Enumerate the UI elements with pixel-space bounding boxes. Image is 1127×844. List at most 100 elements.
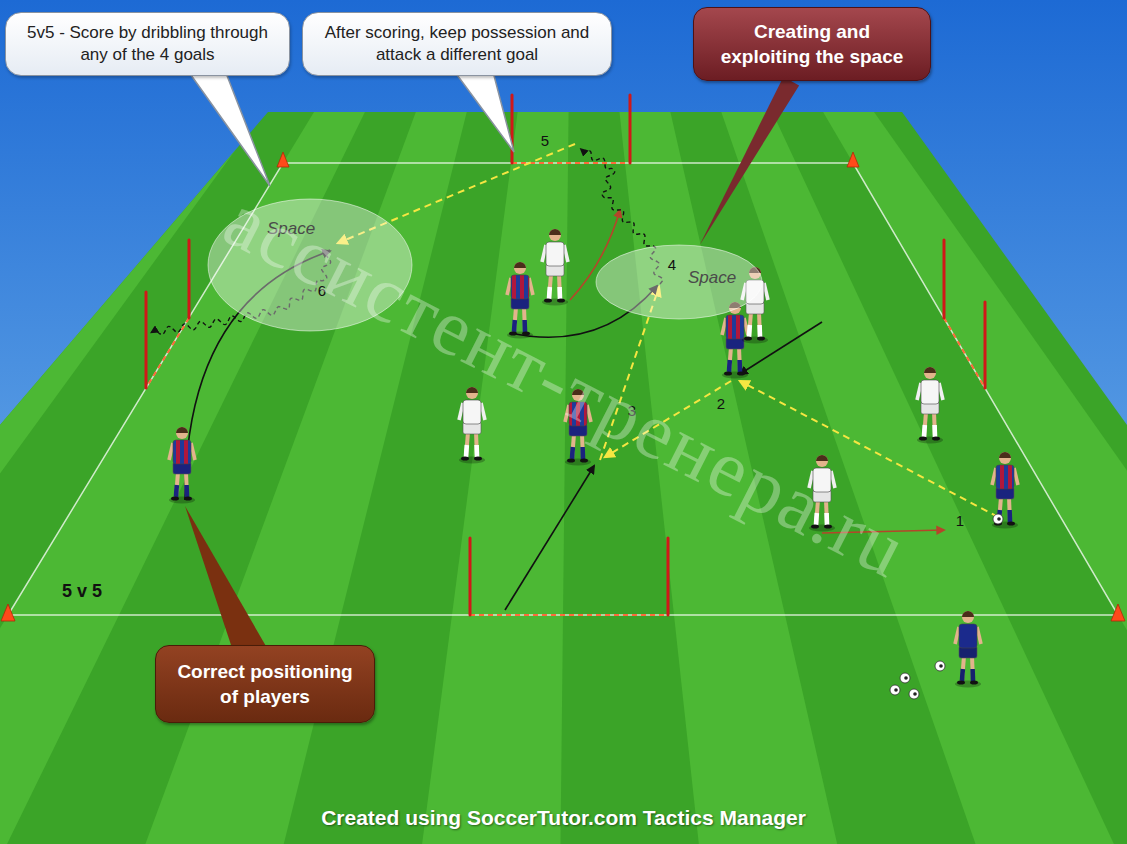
ball-part (913, 692, 917, 696)
white-player-part (759, 312, 760, 337)
white-player-part (757, 325, 762, 337)
striped-player-part (570, 447, 575, 459)
white-player-part (757, 337, 765, 341)
coaching-point-box: Correct positioning of players (155, 645, 375, 723)
footer-caption: Created using SoccerTutor.com Tactics Ma… (0, 806, 1127, 830)
corner-cones-part (847, 152, 859, 167)
striped-player-part (727, 360, 732, 372)
corner-cones-part (1, 604, 15, 621)
striped-player-part (1014, 468, 1018, 485)
ball-part (939, 664, 943, 668)
striped-player-part (565, 459, 591, 466)
ball-part (997, 517, 1001, 521)
striped-player-part (737, 360, 742, 372)
white-player-part (932, 425, 937, 437)
callout-text: 5v5 - Score by dribbling through any of … (18, 22, 277, 66)
goal-posts-part (984, 302, 987, 388)
striped-player-part (176, 427, 188, 433)
striped-player-part (529, 278, 533, 295)
coaching-point-box: Creating and exploiting the space (693, 7, 931, 81)
goal-posts-part (145, 292, 148, 388)
white-player-part (932, 437, 940, 441)
coach-figure-part (977, 627, 981, 644)
ball-part (900, 673, 910, 683)
white-player (459, 387, 485, 464)
ball (935, 661, 945, 671)
ball-part (993, 514, 1003, 524)
zone-label: Space (688, 268, 736, 288)
striped-player-part (999, 452, 1011, 458)
white-player-part (474, 445, 479, 457)
corner-cones-part (1111, 604, 1125, 621)
ball-part (890, 685, 900, 695)
goal-posts-part (667, 538, 670, 615)
white-player-part (463, 400, 481, 424)
pitch-boundary (8, 163, 1118, 615)
callout-number: 1 (956, 512, 964, 529)
striped-player-part (514, 262, 526, 274)
ball-part (904, 676, 908, 680)
goal-lines (146, 163, 985, 615)
striped-player-part (739, 347, 740, 372)
zone-ellipse (596, 245, 762, 319)
striped-player-part (999, 452, 1011, 464)
grass-stripe (816, 100, 1127, 844)
striped-player-part (580, 447, 585, 459)
striped-player-part (511, 275, 529, 299)
goal-lines-part (146, 318, 189, 388)
striped-player-part (514, 262, 526, 268)
white-player-part (466, 432, 468, 457)
goal-posts-part (188, 240, 191, 318)
space-zone: Space (595, 244, 763, 320)
white-player-part (924, 367, 936, 373)
white-player-part (917, 437, 943, 444)
coach-figure-part (970, 669, 975, 681)
grass-stripe (422, 100, 569, 844)
goal-posts-part (629, 95, 632, 163)
striped-player-part (174, 485, 179, 497)
white-player-part (921, 380, 939, 404)
striped-player-part (191, 443, 195, 460)
white-player-part (924, 367, 936, 379)
striped-player-part (996, 465, 1014, 489)
white-player-part (919, 437, 927, 441)
striped-player-part (567, 459, 575, 463)
white-player-part (939, 383, 943, 400)
corner-cones-part (277, 152, 289, 167)
pointer-connector (700, 77, 800, 245)
white-player-part (544, 299, 552, 303)
zone-outline (595, 244, 763, 320)
white-player-part (476, 432, 477, 457)
white-player-part (744, 337, 752, 341)
white-player-part (549, 229, 561, 235)
striped-player-part (169, 497, 195, 504)
white-player-part (934, 412, 935, 437)
callout-tail (452, 68, 514, 152)
drill-format-label: 5 v 5 (62, 581, 102, 602)
callout-text: Correct positioning of players (166, 659, 364, 709)
corner-cones (1, 152, 1125, 621)
coach-figure-part (959, 624, 977, 648)
white-player-part (542, 245, 546, 262)
coach-figure-part (955, 627, 959, 644)
white-player-part (749, 312, 751, 337)
grass-stripe (1014, 100, 1127, 844)
ball-part (935, 661, 945, 671)
ball (900, 673, 910, 683)
ball-part (909, 689, 919, 699)
white-player-part (546, 242, 564, 266)
white-player-part (764, 283, 768, 300)
goal-posts-part (943, 240, 946, 318)
striped-player-part (1007, 510, 1012, 522)
coach-figure-part (962, 656, 964, 681)
coach-figure-part (955, 681, 981, 688)
white-player-part (816, 455, 828, 461)
grass-stripes (0, 100, 1127, 844)
white-player-part (459, 403, 463, 420)
white-player-part (742, 337, 768, 344)
coach-figure-part (972, 656, 973, 681)
ball (909, 689, 919, 699)
white-player-part (549, 229, 561, 241)
coach-figure-part (960, 669, 965, 681)
